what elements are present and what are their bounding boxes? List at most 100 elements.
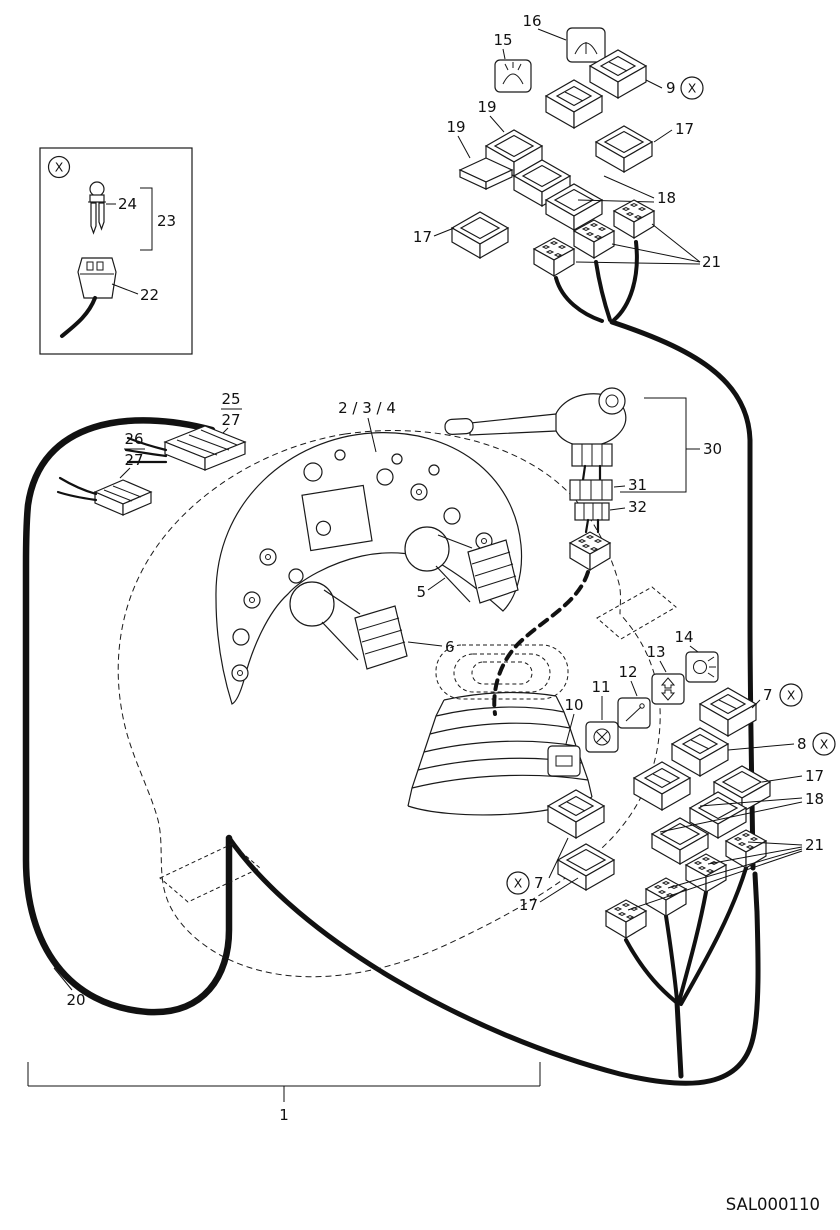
- wire-connector: [533, 237, 575, 277]
- indicator-light: [232, 628, 250, 646]
- callout-2-3-4: 2 / 3 / 4: [338, 399, 396, 417]
- callout-27a: 27: [221, 411, 240, 429]
- harness-branch: [612, 240, 639, 322]
- indicator-light: [334, 449, 346, 461]
- harness-bundle: [674, 999, 684, 1079]
- callout-32: 32: [628, 498, 647, 516]
- lower-switch-cluster: 10 11 12 13 14 7 X 8 X: [506, 628, 836, 939]
- symbol-plate-10: [547, 745, 581, 777]
- wire-harness: [22, 240, 761, 1086]
- callout-30: 30: [703, 440, 722, 458]
- callout-6: 6: [445, 638, 455, 656]
- vent-6: [354, 605, 408, 670]
- callout-15: 15: [493, 31, 512, 49]
- x-mark: X: [514, 876, 523, 891]
- indicator-light: [259, 548, 277, 566]
- vents: 5 6: [289, 526, 519, 670]
- callout-31: 31: [628, 476, 647, 494]
- diagram-code: SAL000110: [726, 1195, 820, 1214]
- callout-14: 14: [674, 628, 693, 646]
- harness-branch: [554, 276, 604, 323]
- connector-26-27: [93, 479, 153, 516]
- indicator-light: [443, 507, 461, 525]
- callout-5: 5: [416, 583, 426, 601]
- indicator-light: [376, 468, 394, 486]
- vent-mount-5: [404, 526, 450, 572]
- vent-5: [467, 539, 519, 604]
- circled-x-9: [680, 76, 704, 100]
- bulb-connector: [77, 257, 117, 299]
- callout-21-top: 21: [702, 253, 721, 271]
- steering-column-switch: 30 31 32: [444, 387, 722, 716]
- arrow-up-icon: [660, 677, 676, 689]
- callout-18-lower: 18: [805, 790, 824, 808]
- dashed-detail-left: [159, 843, 261, 903]
- dashed-detail-right: [596, 586, 677, 640]
- top-switch-cluster: 15 16 9 X 17 19 19 18 17: [413, 12, 721, 277]
- callout-27b: 27: [124, 451, 143, 469]
- inset-detail-box: X 24 23 22: [39, 147, 193, 355]
- callout-23: 23: [157, 212, 176, 230]
- callout-10: 10: [564, 696, 583, 714]
- arrow-down-icon: [660, 689, 676, 701]
- lamp-icon: [693, 660, 707, 674]
- bracket-30: [620, 397, 687, 493]
- vent-mount-6: [289, 581, 335, 627]
- callout-7-left: 7: [534, 874, 544, 892]
- rocker-switch: [699, 687, 757, 737]
- bottom-bracket: 1: [27, 1062, 541, 1124]
- x-mark: X: [55, 160, 64, 175]
- indicator-light: [303, 462, 323, 482]
- circled-x-inset: [47, 155, 71, 179]
- callout-22: 22: [140, 286, 159, 304]
- callout-12: 12: [618, 663, 637, 681]
- callout-25: 25: [221, 390, 240, 408]
- harness-branch: [594, 260, 612, 322]
- connector-32: [574, 502, 610, 521]
- callout-21-lower: 21: [805, 836, 824, 854]
- harness-left-loop: [22, 417, 233, 1016]
- harness-branch: [677, 890, 708, 1004]
- indicator-light: [231, 664, 249, 682]
- callout-7-right: 7: [763, 686, 773, 704]
- instrument-panel: 2 / 3 / 4: [215, 399, 523, 705]
- harness-branch: [664, 914, 679, 1002]
- lighter-icon: [625, 706, 642, 722]
- x-mark: X: [787, 688, 796, 703]
- indicator-light: [288, 568, 304, 584]
- x-mark: X: [820, 737, 829, 752]
- rocker-switch: [671, 727, 729, 777]
- panel-outline: [215, 432, 523, 705]
- circled-x-7-left: [506, 871, 530, 895]
- circled-x-7-right: [779, 683, 803, 707]
- symbol-plate-13: [651, 673, 685, 705]
- dashed-cable: [492, 570, 590, 716]
- callout-17-top-right: 17: [675, 120, 694, 138]
- bulb-icon: [89, 181, 105, 197]
- callout-17-top-left: 17: [413, 228, 432, 246]
- indicator-light: [410, 483, 428, 501]
- callout-17-lower-right: 17: [805, 767, 824, 785]
- harness-connectors: 25 27 26 27: [56, 390, 247, 516]
- callout-26: 26: [124, 430, 143, 448]
- rocker-switch: [545, 79, 603, 129]
- lever-bellows: [407, 644, 593, 816]
- harness-loop-label: 20: [53, 967, 86, 1009]
- stalk-handle: [444, 418, 474, 435]
- wire-connector: [725, 829, 767, 869]
- callout-17-lower-left: 17: [519, 896, 538, 914]
- switch-stalk: [469, 413, 557, 436]
- callout-11: 11: [591, 678, 610, 696]
- callout-1: 1: [279, 1106, 289, 1124]
- wire-connector: [613, 199, 655, 239]
- wire-connector: [569, 531, 611, 571]
- callout-8: 8: [797, 735, 807, 753]
- indicator-light: [428, 464, 440, 476]
- bulb-assembly: [88, 181, 106, 235]
- callout-20: 20: [66, 991, 85, 1009]
- harness-branch: [624, 938, 678, 1004]
- indicator-light: [391, 453, 403, 465]
- rocker-switch: [633, 761, 691, 811]
